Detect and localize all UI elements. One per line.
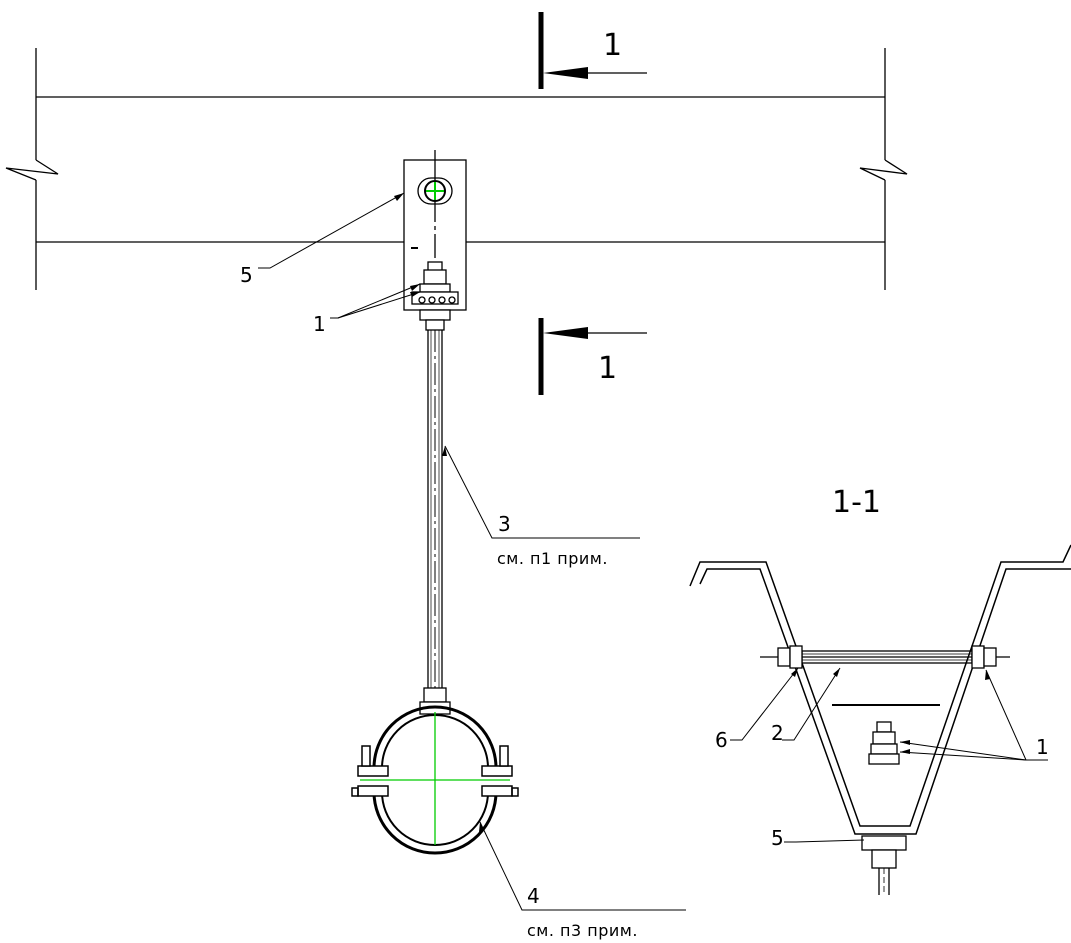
section-nut-stack <box>861 721 907 895</box>
section-marker-bottom: 1 <box>538 318 647 395</box>
threaded-rod <box>427 330 443 690</box>
callout-5-main: 5 <box>240 263 253 287</box>
beam <box>5 48 908 290</box>
callout-6-section: 6 <box>715 728 728 752</box>
section-marker-bottom-label: 1 <box>598 351 617 386</box>
callout-4-note: см. п3 прим. <box>527 921 638 940</box>
callout-1-section: 1 <box>1036 735 1049 759</box>
callout-3: 3 <box>498 512 511 536</box>
callout-5-section: 5 <box>771 826 784 850</box>
callout-2-section: 2 <box>771 721 784 745</box>
pipe-clamp <box>351 705 519 855</box>
section-leader-arrows <box>791 668 990 754</box>
section-leaders <box>730 667 1048 843</box>
clamp-centerline <box>360 712 510 845</box>
slot-centerline <box>426 182 444 200</box>
callout-3-note: см. п1 прим. <box>497 549 608 568</box>
callout-1-main: 1 <box>313 312 326 336</box>
section-title: 1-1 <box>832 485 881 520</box>
main-leaders <box>258 192 686 911</box>
callout-4: 4 <box>527 884 540 908</box>
rod-coupling <box>419 687 451 715</box>
trapezoidal-profile <box>689 544 1071 835</box>
section-marker-top: 1 <box>538 12 647 89</box>
nut-stack <box>411 261 459 331</box>
tie-rod <box>760 645 1010 669</box>
section-marker-top-label: 1 <box>603 28 622 63</box>
main-leader-arrows <box>394 193 484 832</box>
